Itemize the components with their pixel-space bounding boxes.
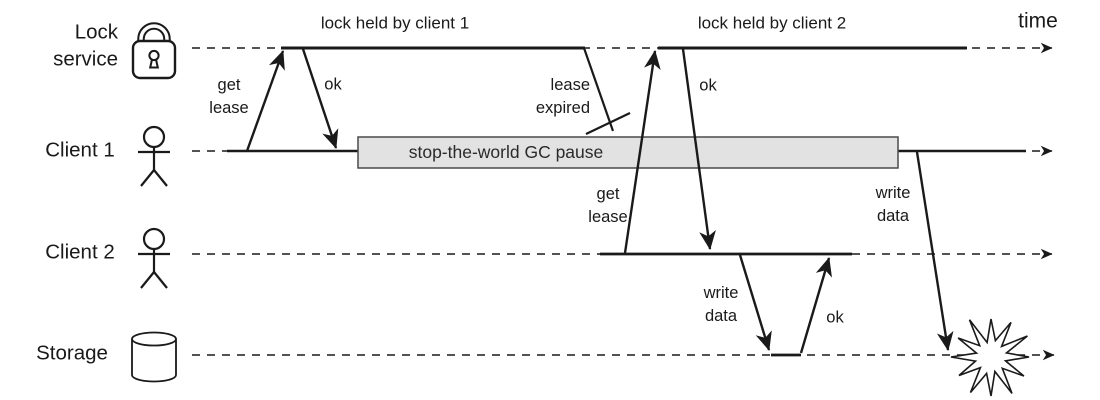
person-icon	[138, 125, 170, 187]
get-lease-1-label: get lease	[209, 76, 249, 117]
person-icon	[138, 227, 170, 289]
lock-held-client2-label: lock held by client 2	[697, 13, 847, 33]
lease-expired-label: lease expired	[535, 76, 590, 117]
ok-2-arrow	[681, 48, 716, 250]
database-cylinder-icon	[131, 331, 177, 383]
ok-2-label: ok	[699, 76, 717, 95]
lease-expiry-line	[582, 47, 615, 132]
row-label-client-2: Client 2	[45, 240, 115, 264]
gc-pause-box	[357, 136, 899, 169]
ok-3-label: ok	[826, 308, 844, 327]
ok-1-arrow	[301, 48, 339, 149]
row-label-client-1: Client 1	[45, 138, 115, 162]
lease-expired-cross-icon	[585, 112, 631, 135]
write-data-2-label: write data	[703, 284, 739, 325]
crash-burst-icon	[950, 318, 1030, 397]
write-data-2-arrow	[738, 254, 772, 351]
get-lease-2-arrow	[623, 50, 661, 254]
time-axis-label: time	[1018, 9, 1058, 33]
write-data-1-arrow	[915, 151, 954, 351]
get-lease-2-label: get lease	[588, 185, 628, 226]
get-lease-1-arrow	[245, 50, 285, 152]
ok-3-arrow	[799, 257, 832, 354]
lock-held-client1-label: lock held by client 1	[320, 13, 470, 33]
gc-pause-label: stop-the-world GC pause	[408, 141, 604, 162]
row-label-lock-service: Lock service	[53, 20, 118, 70]
row-label-storage: Storage	[36, 341, 108, 365]
padlock-icon	[131, 22, 177, 80]
ok-1-label: ok	[324, 75, 342, 94]
write-data-1-label: write data	[875, 184, 911, 225]
